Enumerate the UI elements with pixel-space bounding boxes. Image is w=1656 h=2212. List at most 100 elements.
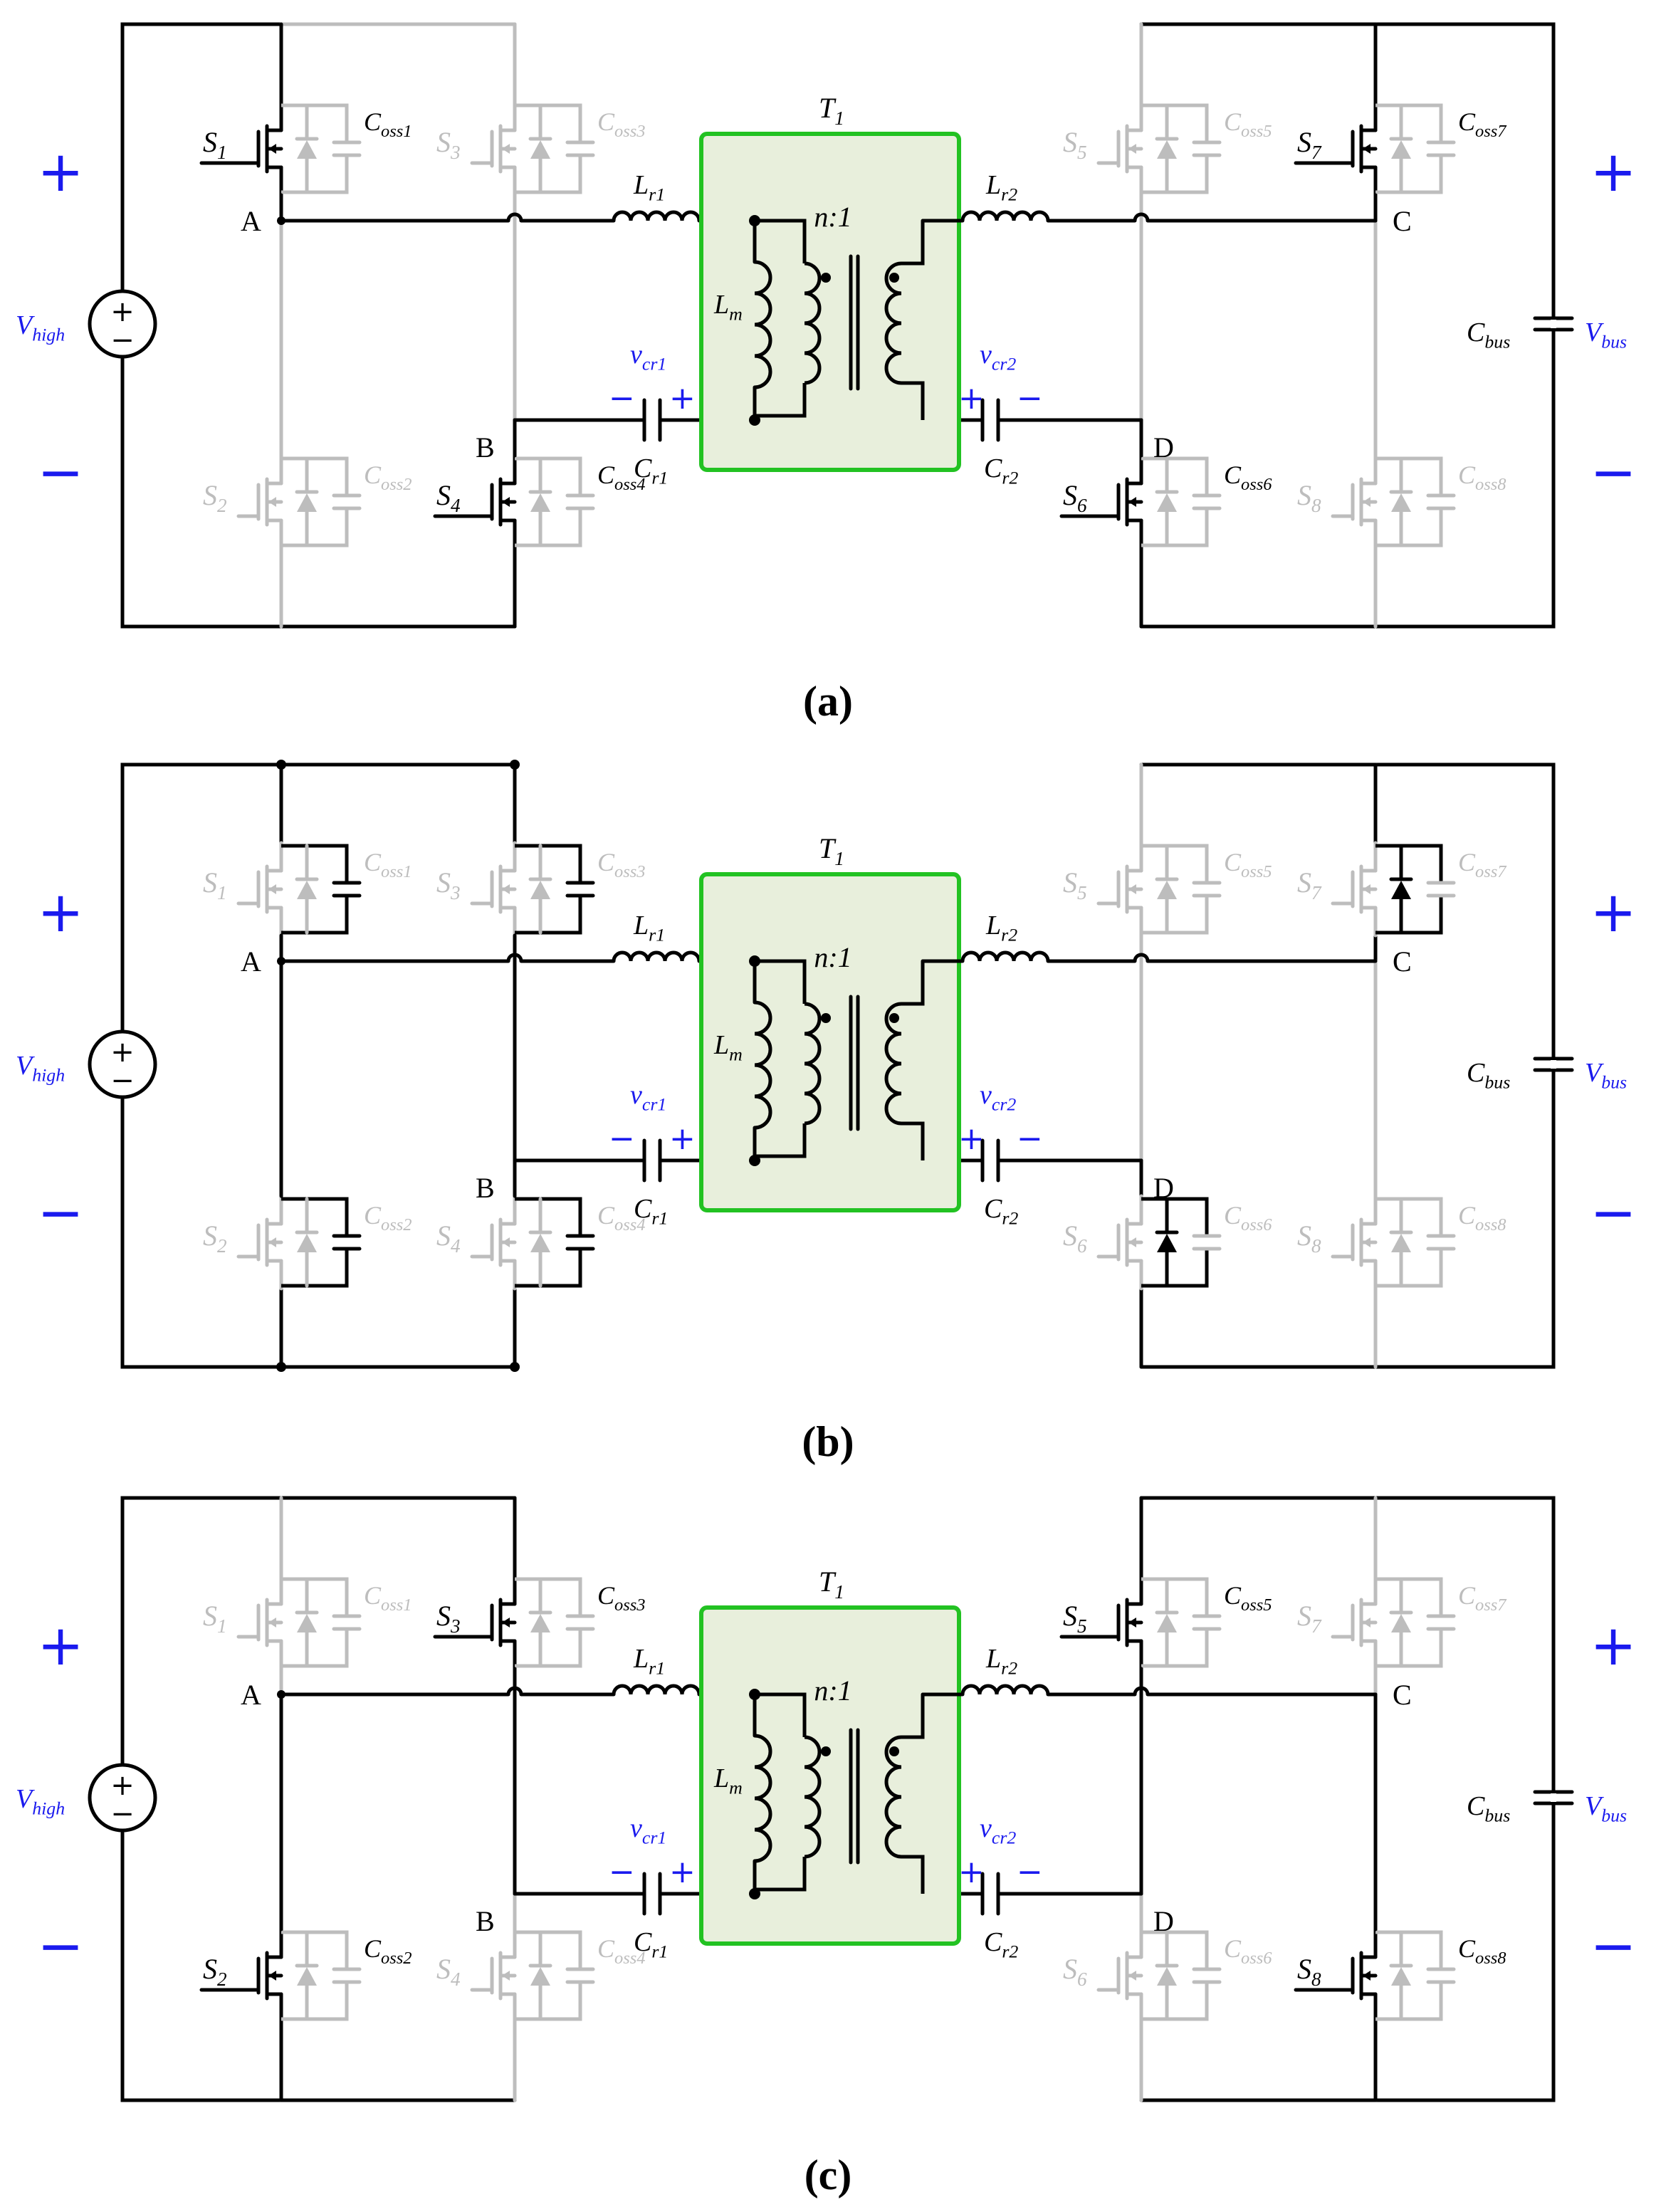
cr1-label: Cr1 [634,1927,668,1962]
output-minus: − [1590,1181,1636,1245]
secondary-lead [901,1694,925,1739]
input-plus: + [37,140,83,204]
transformer-label: T1 [819,1566,844,1603]
node-a-dot [277,216,285,225]
cap-bottom-lead [1375,1249,1443,1288]
cap-bottom-lead [1375,156,1443,194]
vhigh-source [88,289,157,359]
switch-label: S1 [203,866,227,903]
cap-gap [646,1891,658,1897]
body-diode [1391,881,1411,899]
coss-label: Coss7 [1458,1581,1507,1615]
cap-bottom-lead [515,896,582,935]
channel-arrow [268,1237,276,1247]
node-b-label: B [476,1905,495,1937]
switch-label: S6 [1063,1220,1087,1257]
cap-top-lead [281,1577,349,1615]
vcr1-plus: + [669,380,696,416]
body-diode [297,1614,317,1632]
node-a-label: A [241,945,261,977]
panel-b: S1Coss1S2Coss2S3Coss3S4Coss4S5Coss5S6Cos… [16,760,1637,1465]
secondary-lead [901,961,925,1006]
channel-arrow [1128,144,1136,154]
transformer-label: T1 [819,92,844,129]
coss-label: Coss3 [597,848,646,881]
body-diode [530,1967,550,1986]
body-diode [1157,1614,1177,1632]
vbus-label: Vbus [1585,1058,1627,1093]
vhigh-label: Vhigh [16,1051,65,1086]
vcr2-plus: + [958,380,985,416]
vhigh-label: Vhigh [16,1784,65,1819]
transformer-box [699,1605,961,1946]
turns-ratio: n:1 [814,941,851,973]
cr2-capacitor [980,398,1013,442]
cbus-label: Cbus [1467,1791,1510,1826]
channel-arrow [1363,1237,1371,1247]
primary-lead [755,959,807,1004]
lr2-inductor [960,1684,1050,1695]
coss-label: Coss3 [597,1581,646,1615]
node-c-label: C [1393,945,1412,977]
cap-bottom-lead [515,509,582,547]
node-d-label: D [1153,1905,1174,1937]
cap-top-lead [1141,1930,1209,1969]
vhigh-minus-sign: − [110,324,135,357]
channel-arrow [1363,884,1371,894]
switch-label: S1 [203,1600,227,1637]
vhigh-plus-sign: + [110,1036,135,1069]
cap-bottom-lead [1375,1630,1443,1668]
vcr2-minus: − [1017,1121,1043,1157]
input-plus: + [37,881,83,945]
coss-label: Coss4 [597,1934,646,1968]
crossover-hop [1133,1686,1150,1695]
channel-arrow [268,884,276,894]
junction-dot [510,760,520,770]
vhigh-minus-sign: − [110,1798,135,1830]
vcr1-label: vcr1 [630,340,666,374]
cap-top-lead [281,1930,349,1969]
lr1-inductor [612,210,701,221]
lm-label: Lm [713,1030,743,1065]
input-minus: − [37,1914,83,1978]
cap-bottom-lead [281,509,349,547]
secondary-winding [884,261,902,385]
node-c-label: C [1393,205,1412,237]
cap-top-lead [1141,1197,1209,1235]
crossover-hop [506,212,523,221]
primary-winding [804,1002,822,1126]
cap-bottom-lead [515,1983,582,2021]
vcr2-plus: + [958,1854,985,1890]
vhigh-plus-sign: + [110,1769,135,1802]
dot-marker [821,1013,831,1023]
coss-label: Coss3 [597,108,646,141]
vcr2-label: vcr2 [980,340,1016,374]
coss-label: Coss7 [1458,848,1507,881]
vcr1-minus: − [609,1121,635,1157]
channel-arrow [268,1971,276,1981]
switch-label: S3 [436,1600,461,1637]
cap-top-lead [1375,103,1443,142]
vcr1-minus: − [609,380,635,416]
lm-label: Lm [713,290,743,325]
crossover-hop [1133,953,1150,962]
cap-bottom-lead [281,1249,349,1288]
node-a-label: A [241,205,261,237]
lr2-inductor [960,210,1050,221]
cr2-label: Cr2 [984,454,1018,488]
body-diode [1157,1234,1177,1252]
channel-arrow [268,144,276,154]
switch-label: S3 [436,126,461,163]
switch-label: S8 [1297,1953,1321,1990]
transformer-box [699,132,961,472]
cap-top-lead [1375,456,1443,495]
